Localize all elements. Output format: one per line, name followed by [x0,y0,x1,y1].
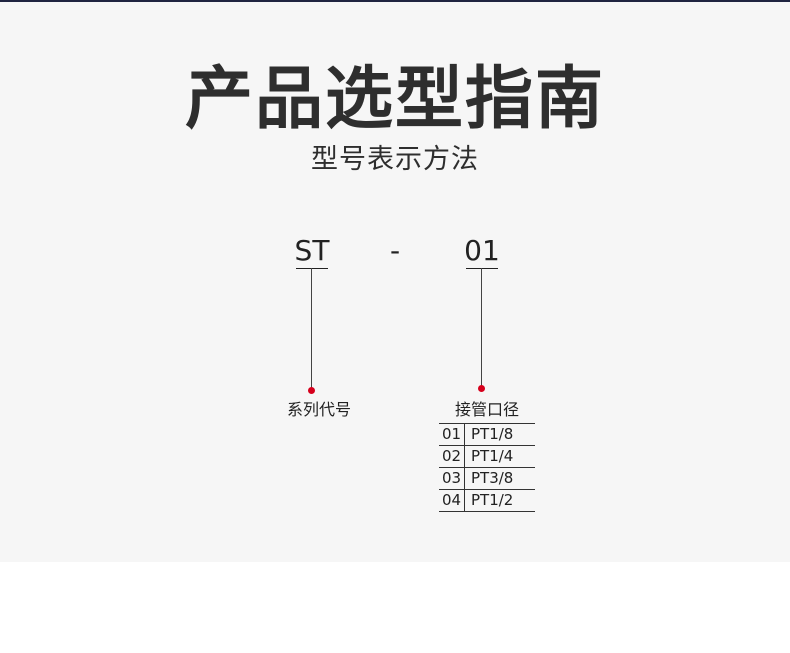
series-code-label: 系列代号 [286,400,351,419]
port-code-cell: 02 [439,445,465,468]
port-code-cell: 01 [439,423,465,446]
table-row: 04 PT1/2 [439,489,535,512]
port-size-table: 01 PT1/8 02 PT1/4 03 PT3/8 04 PT1/2 [439,423,535,512]
port-code-cell: 04 [439,489,465,512]
top-border-line [0,0,790,2]
page-subtitle: 型号表示方法 [311,144,479,175]
thread-size-cell: PT1/8 [464,423,535,446]
port-code-cell: 03 [439,467,465,490]
series-underline [296,268,328,269]
table-row: 03 PT3/8 [439,467,535,490]
thread-size-cell: PT1/4 [464,445,535,468]
model-code-separator: - [389,234,401,267]
page-title: 产品选型指南 [184,60,605,139]
table-row: 02 PT1/4 [439,445,535,468]
port-size-label: 接管口径 [454,400,519,419]
model-code-size: 01 [464,234,500,267]
size-marker-dot [478,385,485,392]
thread-size-cell: PT1/2 [464,489,535,512]
guide-panel [0,2,790,562]
size-underline [466,268,498,269]
size-leader-line [481,268,482,386]
series-leader-line [311,268,312,388]
model-code-series: ST [294,234,330,267]
thread-size-cell: PT3/8 [464,467,535,490]
table-row: 01 PT1/8 [439,423,535,446]
series-marker-dot [308,387,315,394]
